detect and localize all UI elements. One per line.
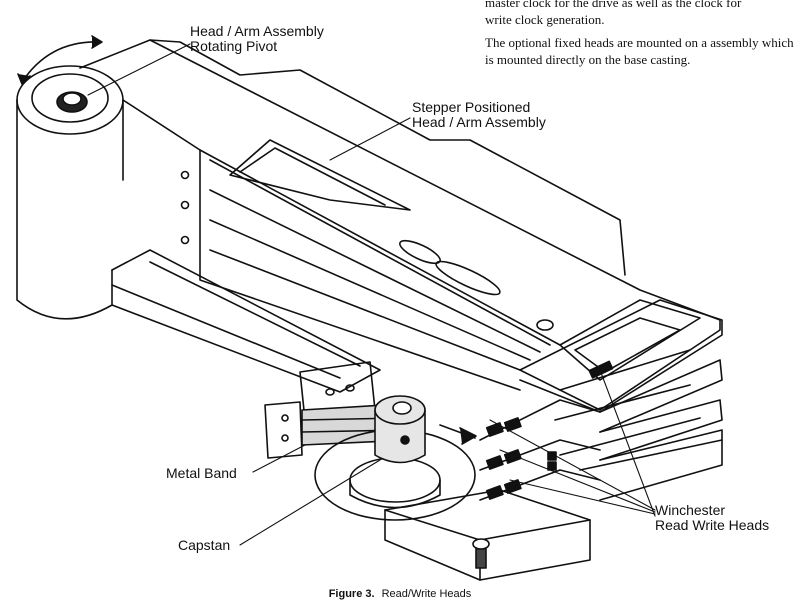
lower-arm: [111, 249, 381, 393]
label-winchester: Winchester Read Write Heads: [655, 503, 769, 533]
base-block: [384, 489, 591, 581]
paragraph-fixed-heads: The optional fixed heads are mounted on …: [485, 35, 794, 67]
label-pivot: Head / Arm Assembly Rotating Pivot: [190, 24, 324, 54]
stepper-arm: [79, 39, 721, 411]
paragraph-clock: master clock for the drive as well as th…: [485, 0, 795, 28]
leader-lines: [87, 43, 656, 546]
label-winchester-line-1: Winchester: [655, 502, 726, 518]
label-winchester-line-2: Read Write Heads: [655, 517, 770, 533]
rotation-arrow-head-right: [91, 35, 103, 49]
figure-number: Figure 3.: [328, 588, 375, 600]
corner-body-text: master clock for the drive as well as th…: [485, 0, 795, 74]
figure-caption: Figure 3. Read/Write Heads: [0, 588, 800, 600]
head-flexures: [479, 399, 601, 501]
rotation-arrow-head-left: [17, 73, 31, 85]
capstan: [314, 395, 477, 521]
label-stepper-line-1: Stepper Positioned: [412, 99, 531, 115]
pivot-cylinder: [16, 65, 124, 320]
label-pivot-line-1: Head / Arm Assembly: [190, 23, 324, 39]
label-stepper: Stepper Positioned Head / Arm Assembly: [412, 100, 546, 130]
paragraph-clock-line-1: master clock for the drive as well as th…: [485, 0, 742, 10]
label-capstan: Capstan: [178, 537, 231, 553]
label-metal-band: Metal Band: [166, 465, 237, 481]
rotation-arrow: [21, 41, 101, 83]
label-pivot-line-2: Rotating Pivot: [190, 38, 278, 54]
figure-title: Read/Write Heads: [381, 588, 472, 600]
head-carriages: [519, 299, 723, 501]
label-stepper-line-2: Head / Arm Assembly: [412, 114, 546, 130]
paragraph-clock-line-2: write clock generation.: [485, 12, 605, 27]
